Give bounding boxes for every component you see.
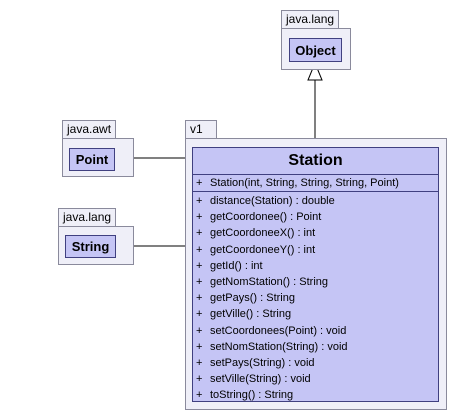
compartment-divider — [193, 174, 438, 175]
method-signature: getCoordonee() : Point — [210, 211, 322, 224]
method-signature: distance(Station) : double — [210, 195, 335, 207]
class-name: Station — [288, 152, 343, 169]
method-signature: setVille(String) : void — [210, 373, 311, 386]
visibility-marker: + — [196, 324, 203, 337]
method[interactable]: + setNomStation(String) : void — [196, 339, 438, 355]
method[interactable]: + setCoordonees(Point) : void — [196, 323, 438, 339]
visibility-marker: + — [196, 259, 203, 272]
method-signature: setCoordonees(Point) : void — [210, 324, 347, 337]
generalization-arrowhead — [307, 61, 323, 81]
method-signature: toString() : String — [210, 389, 294, 402]
method[interactable]: + setVille(String) : void — [196, 371, 438, 387]
method[interactable]: + getNomStation() : String — [196, 274, 438, 290]
method-signature: getNomStation() : String — [210, 275, 328, 288]
package-tab: v1 — [185, 120, 217, 138]
visibility-marker: + — [196, 356, 203, 369]
visibility-marker: + — [196, 177, 203, 189]
method[interactable]: + getId() : int — [196, 258, 438, 274]
method-signature: getCoordoneeY() : int — [210, 243, 316, 256]
constructor-signature: Station(int, String, String, String, Poi… — [210, 177, 399, 189]
visibility-marker: + — [196, 227, 203, 240]
visibility-marker: + — [196, 308, 203, 321]
methods-compartment: + distance(Station) : double + getCoordone… — [193, 192, 438, 403]
visibility-marker: + — [196, 373, 203, 386]
visibility-marker: + — [196, 275, 203, 288]
visibility-marker: + — [196, 292, 203, 305]
package-java-awt: java.awt Point — [62, 120, 134, 177]
method-signature: setNomStation(String) : void — [210, 340, 348, 353]
method-signature: getPays() : String — [210, 292, 295, 305]
class-object[interactable]: Object — [289, 38, 342, 62]
visibility-marker: + — [196, 243, 203, 256]
method-signature: setPays(String) : void — [210, 356, 315, 369]
method[interactable]: + getPays() : String — [196, 290, 438, 306]
method[interactable]: + distance(Station) : double — [196, 193, 438, 209]
method[interactable]: + getCoordonee() : Point — [196, 209, 438, 225]
method[interactable]: + getCoordoneeX() : int — [196, 225, 438, 241]
package-tab: java.awt — [62, 120, 117, 138]
method[interactable]: + getVille() : String — [196, 306, 438, 322]
class-point[interactable]: Point — [69, 148, 115, 171]
visibility-marker: + — [196, 211, 203, 224]
method[interactable]: + toString() : String — [196, 387, 438, 403]
package-java-lang-top: java.lang Object — [281, 10, 351, 70]
class-string[interactable]: String — [65, 235, 116, 258]
compartment-divider — [193, 191, 438, 192]
constructor[interactable]: + Station(int, String, String, String, Po… — [193, 175, 438, 191]
package-tab: java.lang — [281, 10, 340, 28]
visibility-marker: + — [196, 389, 203, 402]
method[interactable]: + setPays(String) : void — [196, 355, 438, 371]
package-tab: java.lang — [58, 208, 117, 226]
package-java-lang-left: java.lang String — [58, 208, 134, 265]
visibility-marker: + — [196, 340, 203, 353]
method-signature: getCoordoneeX() : int — [210, 227, 316, 240]
method[interactable]: + getCoordoneeY() : int — [196, 242, 438, 258]
method-signature: getId() : int — [210, 259, 263, 272]
method-signature: getVille() : String — [210, 308, 292, 321]
class-station[interactable]: Station + Station(int, String, String, St… — [192, 147, 439, 402]
visibility-marker: + — [196, 195, 203, 207]
